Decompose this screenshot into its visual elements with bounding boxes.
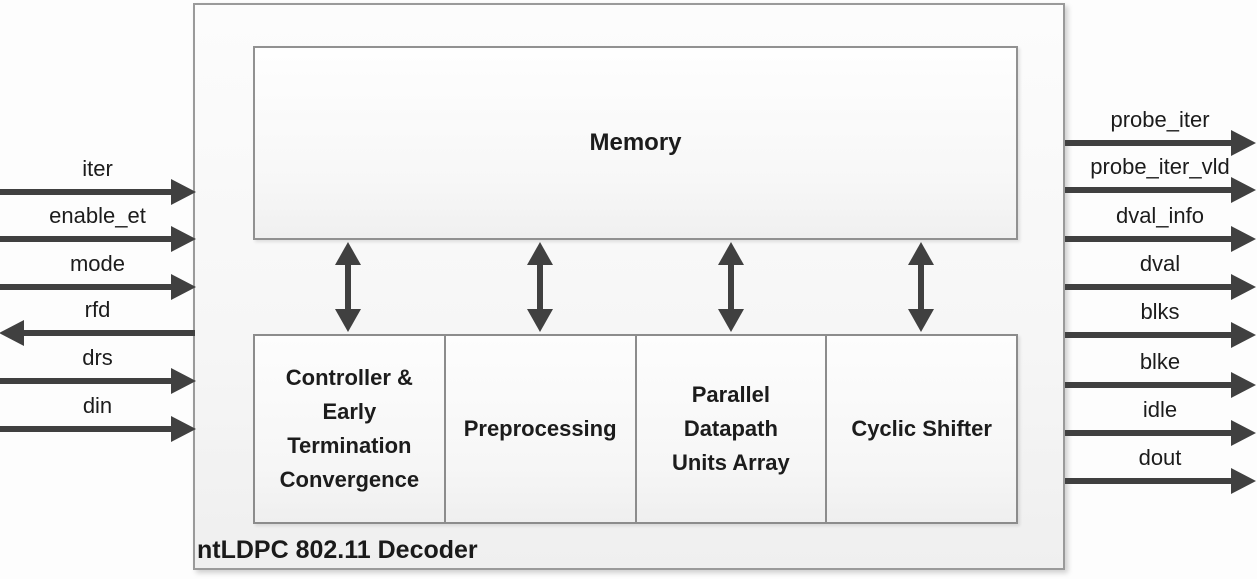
- signal-label-drs: drs: [82, 345, 113, 370]
- output-arrow-icon: [0, 319, 195, 347]
- bidirectional-arrow-icon: [335, 242, 361, 332]
- signal-label-blke: blke: [1139, 349, 1181, 374]
- output-arrow-icon: [1065, 321, 1256, 349]
- signal-label-probe_iter_vld: probe_iter_vld: [1090, 154, 1230, 179]
- bidirectional-arrow-icon: [908, 242, 934, 332]
- decoder-title: ntLDPC 802.11 Decoder: [197, 536, 478, 564]
- bidirectional-arrow-icon: [527, 242, 553, 332]
- input-arrow-icon: [0, 225, 196, 253]
- units-row: Controller & Early Termination Convergen…: [253, 334, 1018, 524]
- input-arrow-icon: [0, 367, 196, 395]
- signal-label-din: din: [82, 393, 113, 418]
- unit-preprocessing: Preprocessing: [443, 336, 635, 522]
- output-arrow-icon: [1065, 419, 1256, 447]
- signal-label-rfd: rfd: [84, 297, 111, 322]
- signal-label-iter: iter: [82, 156, 113, 181]
- output-arrow-icon: [1065, 176, 1256, 204]
- signal-label-idle: idle: [1142, 397, 1178, 422]
- signal-label-enable_et: enable_et: [49, 203, 146, 228]
- output-arrow-icon: [1065, 371, 1256, 399]
- input-arrow-icon: [0, 273, 196, 301]
- input-arrow-icon: [0, 178, 196, 206]
- unit-parallel-datapath-units-array: Parallel Datapath Units Array: [634, 336, 826, 522]
- bidirectional-arrow-icon: [718, 242, 744, 332]
- output-arrow-icon: [1065, 467, 1256, 495]
- memory-label: Memory: [589, 129, 682, 156]
- output-arrow-icon: [1065, 129, 1256, 157]
- signal-label-probe_iter: probe_iter: [1110, 107, 1210, 132]
- signal-label-blks: blks: [1140, 299, 1180, 324]
- memory-block: Memory: [253, 46, 1018, 240]
- output-arrow-icon: [1065, 273, 1256, 301]
- signal-label-dval: dval: [1139, 251, 1181, 276]
- signal-label-dout: dout: [1138, 445, 1182, 470]
- unit-controller-early-termination: Controller & Early Termination Convergen…: [279, 364, 420, 493]
- unit-cyclic-shifter: Cyclic Shifter: [825, 336, 1016, 522]
- signal-label-dval_info: dval_info: [1115, 203, 1205, 228]
- input-arrow-icon: [0, 415, 196, 443]
- output-arrow-icon: [1065, 225, 1256, 253]
- signal-label-mode: mode: [69, 251, 126, 276]
